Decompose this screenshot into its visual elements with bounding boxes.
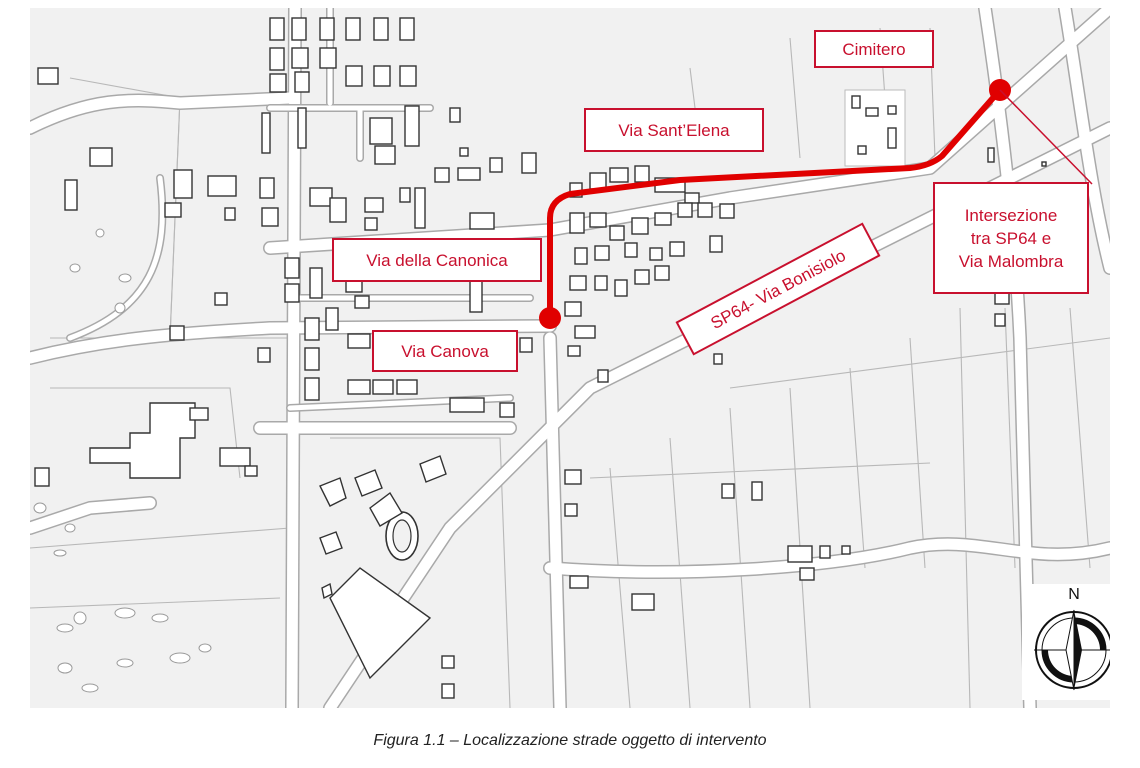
route-start-marker [539,307,561,329]
landscape-features [33,228,212,693]
label-intersezione-line-2: tra SP64 e [970,228,1052,248]
field-boundaries [30,27,1110,708]
label-intersezione-line-1: Intersezione [964,205,1058,225]
label-via-sant-elena: Via Sant’Elena [584,108,764,152]
label-cimitero-text: Cimitero [842,39,906,59]
label-via-canova-text: Via Canova [401,341,489,361]
map-view[interactable]: Cimitero Via Sant’Elena Via della Canoni… [30,8,1110,708]
route-line [547,87,1003,321]
compass-north-label: N [1068,586,1080,603]
compass-icon [1034,609,1110,691]
road-network [30,8,1110,708]
label-intersezione: Intersezione tra SP64 e Via Malombra [933,182,1089,294]
buildings [34,17,1047,699]
label-intersezione-line-3: Via Malombra [958,251,1064,271]
figure-caption: Figura 1.1 – Localizzazione strade ogget… [373,732,767,749]
label-cimitero: Cimitero [814,30,934,68]
label-via-sant-elena-text: Via Sant’Elena [618,120,730,140]
label-via-canova: Via Canova [372,330,518,372]
intersection-leader-line [999,89,1093,185]
base-map [30,8,1110,708]
north-arrow: N [1022,584,1110,700]
intervention-route [539,79,1093,329]
label-via-della-canonica: Via della Canonica [332,238,542,282]
label-via-della-canonica-text: Via della Canonica [366,250,508,270]
